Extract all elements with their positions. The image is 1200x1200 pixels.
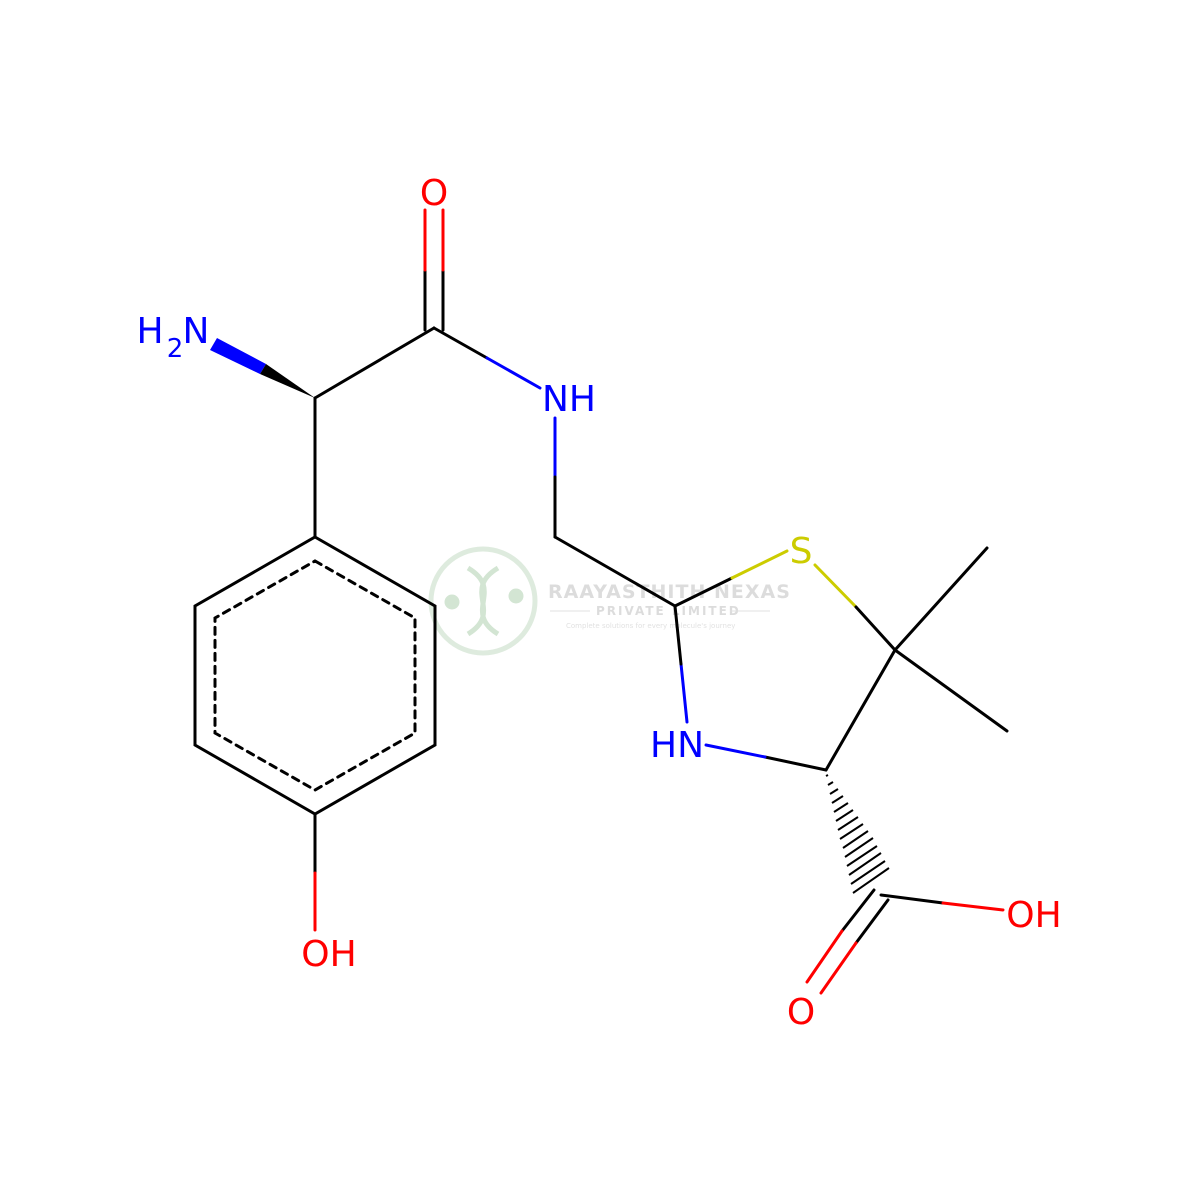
atom-nh2-n: N	[183, 311, 210, 352]
atom-nh2-h: H	[136, 311, 163, 352]
bond-cooh-c-oh	[879, 893, 945, 905]
hashed-wedge-cooh	[825, 774, 890, 894]
watermark-logo-ring	[428, 546, 538, 656]
wedge-nh2-blue	[210, 338, 266, 374]
atom-o-carbonyl: O	[420, 173, 448, 214]
bond-s-c5-yellow	[813, 563, 858, 609]
bond-c2-s	[673, 576, 734, 608]
bond-c5-methyl-a	[893, 546, 989, 652]
dna-helix-icon	[444, 565, 524, 637]
benzene-ring	[193, 535, 437, 816]
bond-cooh-double-b	[854, 898, 890, 945]
wedge-bond-nh2	[210, 338, 315, 398]
bond-cooh-c-oh-red	[941, 901, 1005, 912]
bond-cooh-double-a	[840, 888, 876, 933]
benzene-aromatic-dashes	[213, 559, 417, 792]
atom-nh2-subscript: 2	[167, 334, 184, 364]
bond-c4-n3-blue	[704, 743, 767, 759]
bonds	[193, 208, 1009, 995]
bond-c2-s-yellow	[730, 549, 789, 580]
bond-c4-n3	[763, 755, 828, 772]
bond-c5-c4	[824, 648, 897, 772]
bond-cooh-double-b-red	[819, 941, 858, 995]
atom-s-ring: S	[790, 531, 813, 572]
bond-s-c5	[854, 605, 897, 652]
bond-ch2-c2	[553, 535, 677, 608]
atom-oh-acid: OH	[1006, 895, 1061, 936]
bond-ccarbonyl-n	[432, 326, 489, 360]
bond-cooh-double-a-red	[805, 929, 844, 984]
bond-ccarbonyl-n-blue	[485, 356, 542, 390]
atom-nh-amide: NH	[542, 379, 596, 420]
atom-labels: O H 2 N NH S HN OH O OH	[136, 173, 1061, 1033]
bond-n3-c2-blue	[679, 662, 689, 724]
atom-oh-phenol: OH	[301, 934, 356, 975]
bond-calpha-ccarbonyl	[313, 326, 436, 400]
watermark-subtitle: PRIVATE LIMITED	[596, 604, 741, 618]
atom-o-acid: O	[787, 992, 815, 1033]
atom-hn-ring: HN	[650, 725, 704, 766]
bond-n3-c2	[673, 604, 683, 666]
watermark-tagline: Complete solutions for every molecule's …	[566, 622, 735, 630]
watermark: RAAYASTHITH NEXAS PRIVATE LIMITED Comple…	[428, 546, 791, 656]
watermark-title: RAAYASTHITH NEXAS	[548, 581, 791, 603]
wedge-nh2-black	[260, 364, 315, 398]
bond-c5-methyl-b	[893, 648, 1009, 733]
